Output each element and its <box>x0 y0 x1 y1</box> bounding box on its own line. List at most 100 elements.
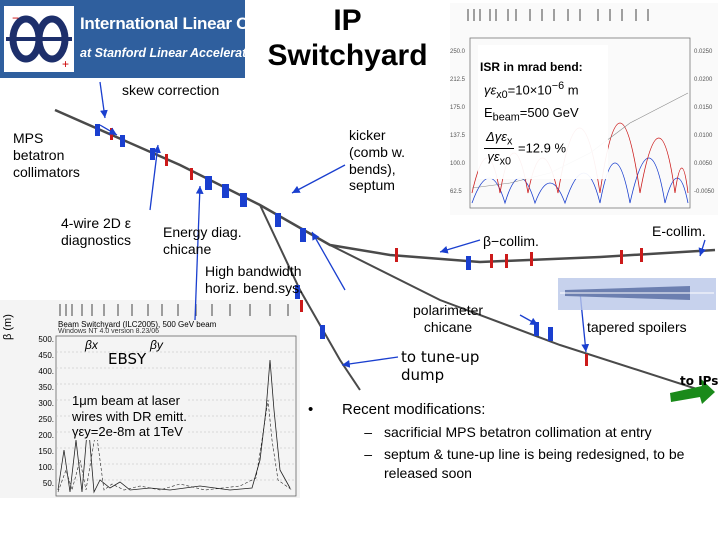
label-line: (comb w. <box>349 143 406 160</box>
svg-text:175.0: 175.0 <box>450 105 466 111</box>
svg-text:62.5: 62.5 <box>450 189 462 195</box>
beta-plot-header: Beam Switchyard (ILC2005), 500 GeV beam <box>58 320 217 329</box>
note-line: γεy=2e-8m at 1TeV <box>72 424 183 440</box>
ytick: 350. <box>38 383 54 392</box>
label-high-bandwidth: High bandwidth horiz. bend.sys. <box>205 263 303 297</box>
recent-item: – sacrificial MPS betatron collimation a… <box>308 423 713 442</box>
label-tuneup-dump: to tune-up dump <box>401 348 479 384</box>
label-line: diagnostics <box>61 231 132 248</box>
ytick: 50. <box>42 479 54 488</box>
title-line2: Switchyard <box>267 38 428 72</box>
isr-inset: 250.0 212.5 175.0 137.5 100.0 62.5 0.0250 0.0… <box>450 3 718 215</box>
title-line1: IP <box>333 4 362 37</box>
note-line: 1μm beam at laser <box>72 393 180 408</box>
recent-item-text: sacrificial MPS betatron collimation at … <box>384 424 652 441</box>
label-line: Energy diag. <box>163 224 242 240</box>
label-beta-collimation: β−collim. <box>483 233 539 249</box>
isr-eq3-numerator: Δγεx <box>484 129 515 149</box>
blue-magnets <box>95 124 553 341</box>
svg-text:0.0150: 0.0150 <box>694 105 713 111</box>
svg-text:-0.0050: -0.0050 <box>694 189 715 195</box>
beta-plot-yticks: 500. 450. 400. 350. 300. 250. 200. 150. … <box>30 332 54 492</box>
ebsy-label: EBSY <box>108 350 147 368</box>
ytick: 250. <box>38 415 54 424</box>
ytick: 150. <box>38 447 54 456</box>
label-line: septum <box>349 177 395 194</box>
label-energy-collimation: E-collim. <box>652 223 706 239</box>
recent-item-text: septum & tune-up line is being redesigne… <box>384 446 685 482</box>
note-line: wires with DR emitt. <box>72 408 187 424</box>
label-line: chicane <box>423 318 473 335</box>
svg-text:+: + <box>62 57 69 71</box>
isr-title: ISR in mrad bend: <box>480 60 583 74</box>
isr-inset-plot: 250.0 212.5 175.0 137.5 100.0 62.5 0.0250 0.0… <box>450 3 718 215</box>
logo-title: International Linear Collider <box>80 14 298 33</box>
svg-text:137.5: 137.5 <box>450 133 466 139</box>
label-4wire-diagnostics: 4-wire 2D ε diagnostics <box>61 215 131 249</box>
label-line: 4-wire 2D ε <box>61 215 132 231</box>
isr-eq-energy: Ebeam=500 GeV <box>484 105 579 124</box>
recent-modifications: • Recent modifications: – sacrificial MP… <box>308 400 713 483</box>
isr-eq2-sub: beam <box>492 111 520 124</box>
isr-eq3-rhs: =12.9 % <box>517 140 567 156</box>
label-line: betatron <box>13 146 65 163</box>
label-line: MPS <box>13 130 44 146</box>
label-line: polarimeter <box>413 302 484 318</box>
label-line: chicane <box>163 240 212 257</box>
label-energy-chicane: Energy diag. chicane <box>163 224 242 258</box>
label-kicker-septum: kicker (comb w. bends), septum <box>349 127 406 195</box>
isr-eq1-exp: −6 <box>551 80 565 92</box>
label-line: horiz. bend.sys. <box>205 279 304 296</box>
isr-eq3-den-sub: x0 <box>499 155 511 168</box>
beta-function-plot: β (m) 500. 450. 400. 350. 300. 250. 200.… <box>0 300 300 498</box>
recent-title: Recent modifications: <box>342 401 486 418</box>
isr-eq1-rhs: =10×10 <box>507 82 552 98</box>
isr-eq-emittance: γεx0=10×10−6 m <box>484 80 579 101</box>
label-line: bends), <box>349 160 396 177</box>
ytick: 450. <box>38 351 54 360</box>
svg-text:212.5: 212.5 <box>450 77 466 83</box>
isr-eq1-sub: x0 <box>496 88 508 101</box>
svg-text:0.0050: 0.0050 <box>694 161 713 167</box>
recent-title-row: • Recent modifications: <box>308 400 713 420</box>
label-line: collimators <box>13 163 80 180</box>
legend-beta-x: βx <box>85 338 98 352</box>
label-mps-collimators: MPS betatron collimators <box>13 130 80 180</box>
ytick: 500. <box>38 335 54 344</box>
ytick: 300. <box>38 399 54 408</box>
label-tapered-spoilers: tapered spoilers <box>587 319 687 335</box>
isr-eq3-fraction: Δγεx γεx0 <box>484 129 515 168</box>
ytick: 200. <box>38 431 54 440</box>
logo-subtitle: at Stanford Linear Accelerator Center <box>80 46 302 60</box>
isr-eq3-symbol: Δγε <box>486 129 507 144</box>
ytick: 100. <box>38 463 54 472</box>
isr-eq1-symbol: γε <box>484 82 497 98</box>
svg-text:0.0200: 0.0200 <box>694 77 713 83</box>
dash-mark: – <box>364 424 372 441</box>
label-skew-correction: skew correction <box>122 82 220 98</box>
label-line: dump <box>401 366 445 384</box>
recent-item: – septum & tune-up line is being redesig… <box>308 445 713 483</box>
svg-text:0.0250: 0.0250 <box>694 49 713 55</box>
legend-beta-y: βy <box>150 338 163 352</box>
laser-wire-note: 1μm beam at laser wires with DR emitt. γ… <box>72 393 187 440</box>
label-line: High bandwidth <box>205 263 302 279</box>
annotation-arrows <box>99 81 707 368</box>
svg-text:250.0: 250.0 <box>450 49 466 55</box>
svg-text:100.0: 100.0 <box>450 161 466 167</box>
label-line: to tune-up <box>401 348 480 366</box>
beta-plot-header2: Windows NT 4.0 version 8.23/06 <box>58 328 160 335</box>
bullet-mark: • <box>308 401 314 418</box>
svg-text:0.0100: 0.0100 <box>694 133 713 139</box>
isr-eq2-symbol: E <box>484 105 493 120</box>
label-line: kicker <box>349 127 386 143</box>
dash-mark: – <box>364 446 372 463</box>
isr-eq3-sub: x <box>506 135 513 148</box>
isr-eq-growth: Δγεx γεx0 =12.9 % <box>484 129 566 167</box>
label-polarimeter-chicane: polarimeter chicane <box>413 302 483 336</box>
label-to-ips: to IPs <box>680 374 719 388</box>
isr-eq3-den-symbol: γε <box>487 148 500 164</box>
ytick: 400. <box>38 367 54 376</box>
isr-eq1-unit: m <box>567 82 579 98</box>
